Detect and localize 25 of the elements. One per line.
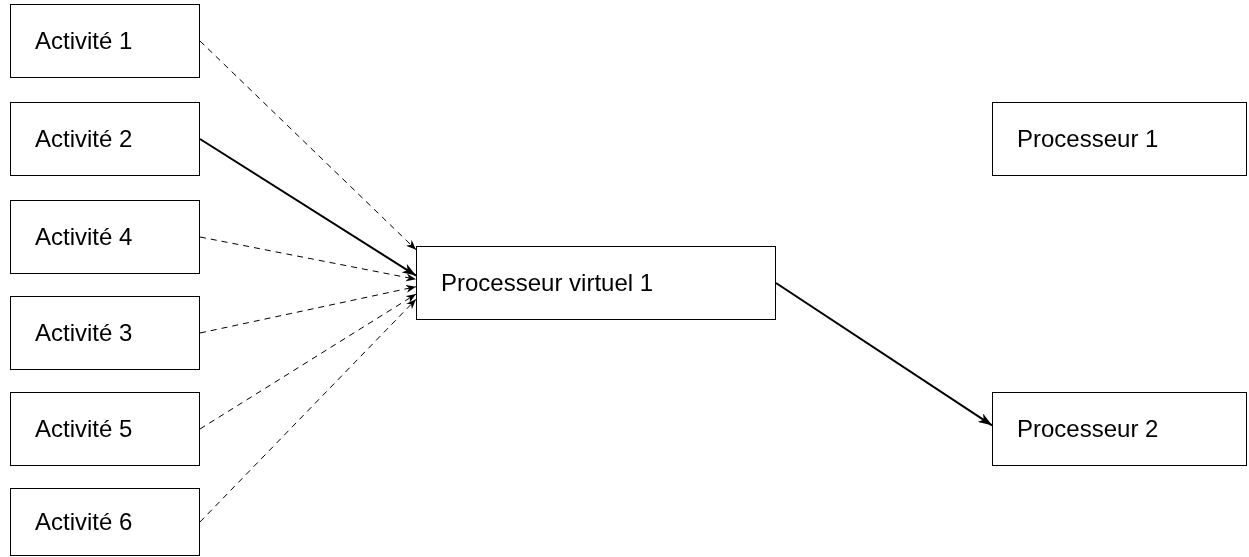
arrow bbox=[199, 236, 417, 282]
box-label: Activité 3 bbox=[35, 319, 133, 347]
arrow bbox=[199, 298, 417, 523]
arrow bbox=[199, 284, 417, 334]
arrow bbox=[199, 293, 417, 430]
arrow bbox=[199, 138, 417, 277]
arrow bbox=[775, 282, 993, 427]
process-box bbox=[10, 4, 200, 78]
box-label: Activité 5 bbox=[35, 415, 133, 443]
box-label: Activité 1 bbox=[35, 27, 133, 55]
process-box bbox=[10, 488, 200, 556]
process-box bbox=[10, 392, 200, 466]
process-box bbox=[992, 102, 1247, 176]
process-box bbox=[416, 246, 776, 320]
arrow bbox=[199, 40, 417, 251]
process-box bbox=[10, 296, 200, 370]
box-label: Processeur virtuel 1 bbox=[441, 269, 654, 297]
process-box bbox=[992, 392, 1247, 466]
box-label: Activité 2 bbox=[35, 125, 133, 153]
box-label: Processeur 2 bbox=[1017, 415, 1159, 443]
box-label: Activité 6 bbox=[35, 508, 133, 536]
box-label: Processeur 1 bbox=[1017, 125, 1159, 153]
box-label: Activité 4 bbox=[35, 223, 133, 251]
process-box bbox=[10, 102, 200, 176]
process-box bbox=[10, 200, 200, 274]
